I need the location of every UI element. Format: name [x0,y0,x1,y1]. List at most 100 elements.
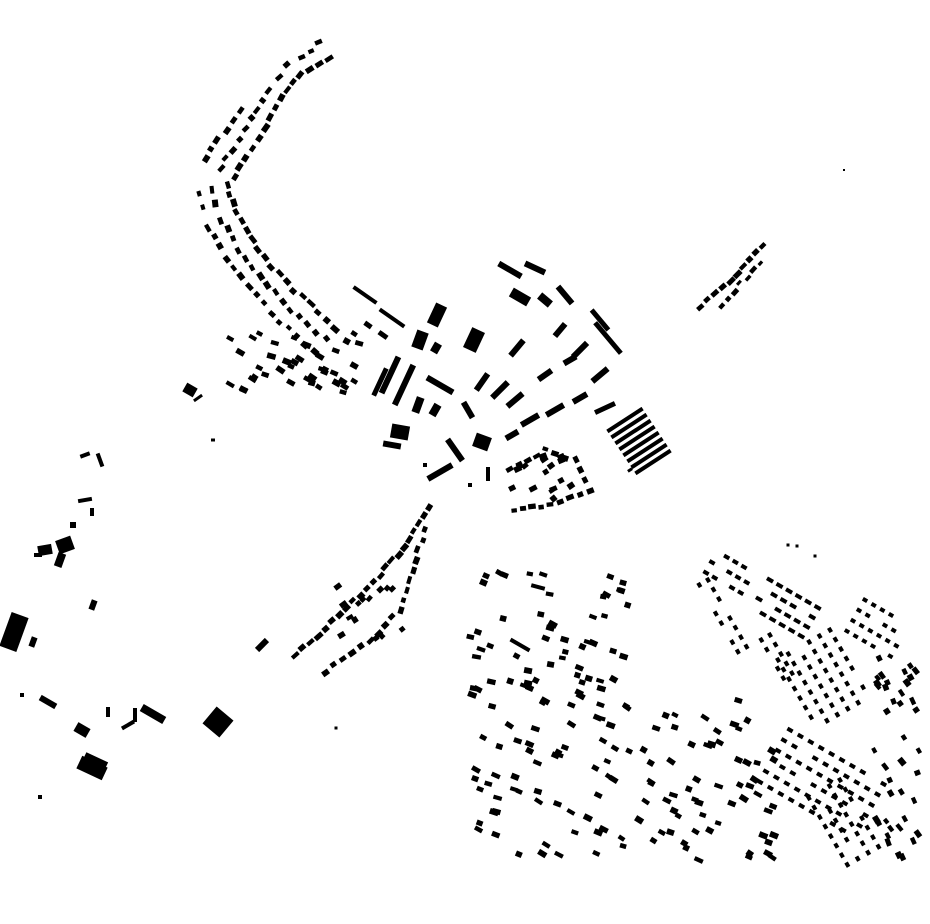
house [684,785,693,793]
house [270,339,280,347]
house [275,268,285,278]
house [253,290,261,299]
house [225,190,233,199]
large-building [79,451,91,459]
house [811,755,819,762]
house [499,614,507,623]
house [859,768,867,776]
house [610,744,620,753]
house [733,755,744,765]
house [818,707,825,715]
house [623,601,632,609]
house [884,837,892,847]
house [339,382,350,391]
central-building [411,329,429,351]
house [347,648,357,658]
house [796,669,803,677]
house [837,801,844,809]
house [511,508,518,513]
house [405,534,414,545]
house [572,455,580,464]
house [215,241,224,251]
house [718,282,728,292]
house [538,571,548,578]
house [314,383,323,391]
house [504,720,515,730]
house [710,586,717,593]
house [793,617,802,625]
house [253,244,263,255]
house [852,633,859,640]
large-building [120,719,136,731]
house [486,642,495,650]
row-house [614,418,652,446]
central-building [463,327,485,353]
house [691,775,702,784]
house [848,795,854,803]
house [854,830,861,837]
house [324,54,335,63]
house [238,216,246,226]
central-building [363,320,373,330]
house [228,145,238,155]
house [329,660,338,669]
central-building [391,363,417,407]
house [801,654,808,661]
house [682,843,691,852]
central-building [468,483,472,487]
house [561,648,569,655]
large-building [202,706,234,738]
house [861,638,868,645]
house [524,739,535,749]
house [255,364,264,372]
large-building [70,522,76,528]
house [828,701,835,709]
house [780,737,788,744]
house [290,651,300,660]
house [902,677,912,688]
house [283,85,292,95]
central-building [555,284,575,306]
house [821,761,830,768]
house [337,376,348,387]
house [556,498,565,506]
house [741,758,752,768]
house [767,746,777,756]
house [641,797,651,806]
house [466,633,475,641]
house [811,804,818,811]
house [875,654,883,662]
house [285,324,293,331]
house [785,650,792,658]
house [541,840,551,849]
house [772,641,779,648]
house [574,688,585,697]
central-building [590,366,610,384]
house [805,765,813,773]
house [282,60,291,69]
house [740,563,748,571]
house [791,685,798,692]
large-building [211,438,215,442]
house [606,573,615,581]
house [386,555,396,565]
house [229,234,237,242]
house [537,848,548,859]
house [473,825,484,834]
house [479,733,488,742]
house [693,856,704,864]
house [222,254,232,264]
house [262,280,272,290]
house [786,675,793,683]
house [596,684,607,693]
house [745,782,755,790]
house [473,685,483,694]
house [530,725,541,733]
house [471,653,482,660]
house [855,699,862,706]
house [827,626,833,634]
house [802,704,809,711]
house [229,116,238,125]
house [815,771,824,779]
house [348,596,357,605]
